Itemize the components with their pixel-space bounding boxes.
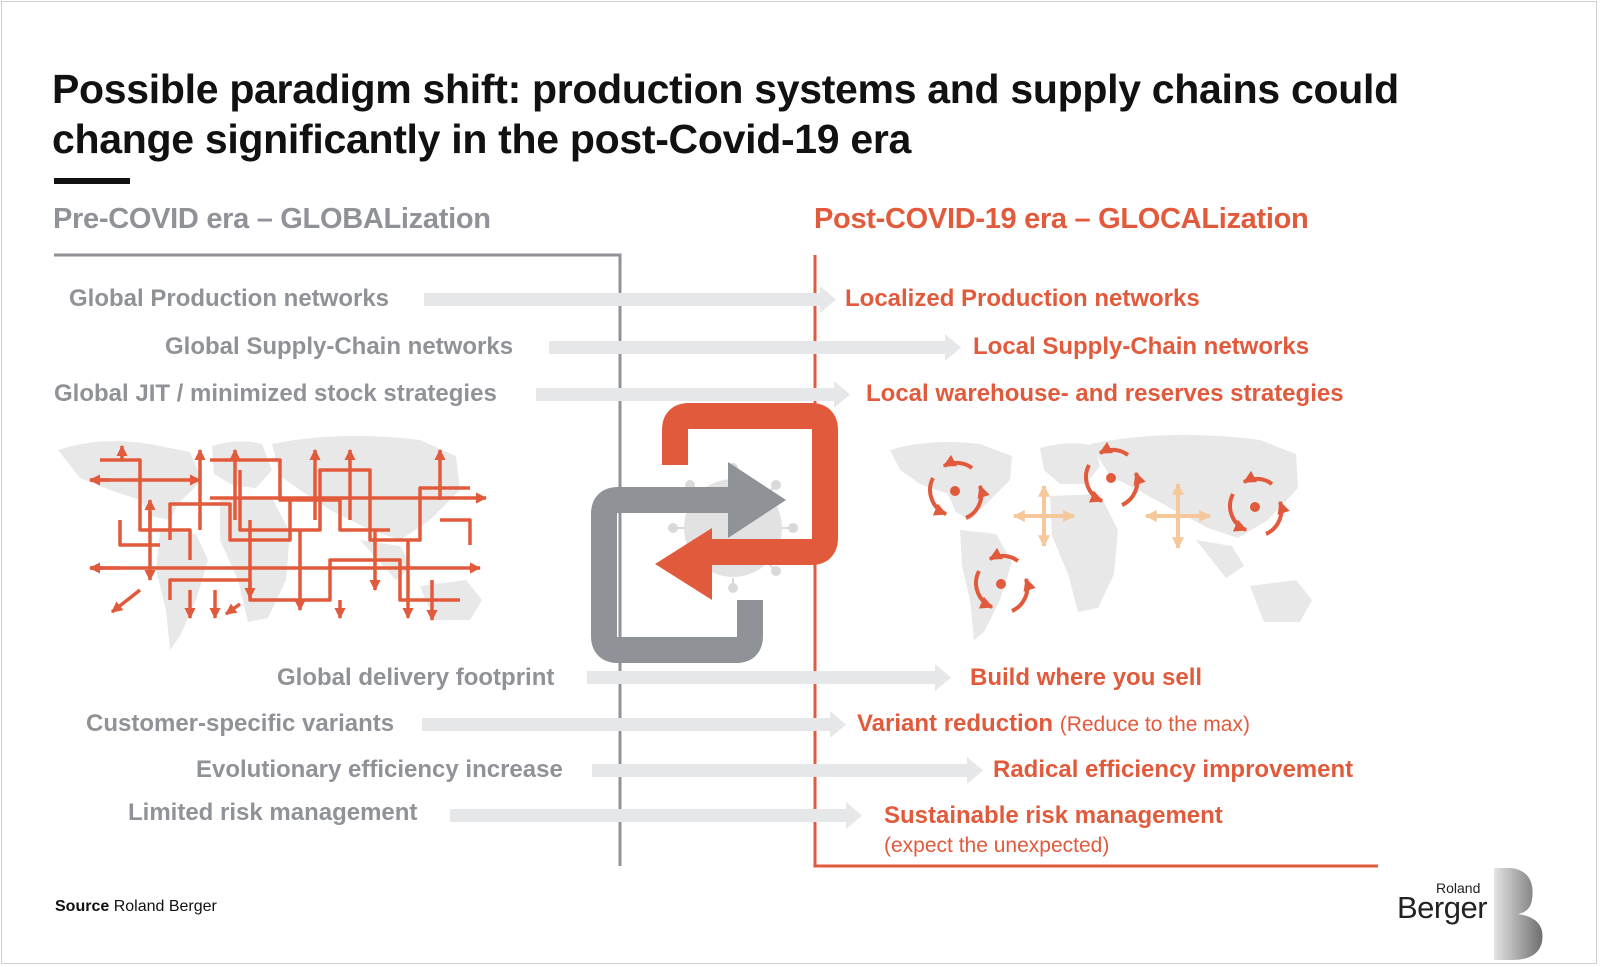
to-label: Sustainable risk management	[884, 802, 1223, 829]
circular-arrows-icon	[928, 454, 990, 520]
from-label: Customer-specific variants	[86, 710, 395, 737]
to-note: (expect the unexpected)	[884, 834, 1110, 857]
connector-arrow-7	[450, 802, 862, 829]
to-note: (Reduce to the max)	[1059, 713, 1250, 736]
world-map-right	[890, 434, 1312, 640]
from-label: Global Production networks	[69, 285, 390, 312]
exchange-arrow-grey	[591, 487, 763, 663]
circular-arrows-icon	[1084, 441, 1146, 507]
page-title: Possible paradigm shift: production syst…	[52, 66, 1399, 162]
circular-arrows-icon	[974, 547, 1036, 613]
to-label-with-note: Variant reduction (Reduce to the max)	[857, 710, 1250, 739]
to-label: Build where you sell	[970, 664, 1203, 691]
connector-arrow-4	[587, 664, 951, 691]
to-label: Local warehouse- and reserves strategies	[866, 380, 1344, 407]
connector-arrows	[422, 286, 983, 829]
logo-text-small: Roland	[1436, 880, 1481, 896]
network-arrow	[224, 602, 242, 616]
connector-arrow-6	[592, 757, 983, 784]
post-covid-era-heading: Post-COVID-19 era – GLOCALization	[814, 203, 1309, 235]
from-label: Global Supply-Chain networks	[165, 333, 514, 360]
from-label: Limited risk management	[128, 799, 418, 826]
from-label: Evolutionary efficiency increase	[196, 756, 563, 783]
to-label: Localized Production networks	[845, 285, 1200, 312]
circular-arrows-icon	[1228, 470, 1290, 536]
connector-arrow-3	[536, 381, 850, 408]
to-label: Variant reduction	[857, 710, 1054, 737]
from-label: Global delivery footprint	[277, 664, 555, 691]
global-network-links	[100, 458, 472, 602]
exchange-arrow-red	[662, 403, 838, 565]
roland-berger-logo-mark	[1494, 868, 1543, 960]
source-note: Source Roland Berger	[55, 898, 217, 916]
title-underline	[54, 178, 130, 184]
connector-arrow-2	[549, 334, 961, 361]
pre-covid-era-heading: Pre-COVID era – GLOBALization	[53, 203, 491, 235]
to-label: Local Supply-Chain networks	[973, 333, 1310, 360]
source-value: Roland Berger	[113, 898, 217, 915]
to-label: Radical efficiency improvement	[993, 756, 1354, 783]
connector-arrow-1	[424, 286, 836, 313]
from-label: Global JIT / minimized stock strategies	[54, 380, 497, 407]
connector-arrow-5	[422, 711, 846, 738]
logo-text-large: Berger	[1397, 890, 1488, 925]
four-way-arrow-icon	[1144, 482, 1212, 550]
network-arrow	[110, 588, 142, 614]
exchange-arrows-icon	[591, 403, 838, 663]
source-label: Source	[55, 898, 110, 915]
four-way-arrow-icon	[1012, 484, 1076, 548]
